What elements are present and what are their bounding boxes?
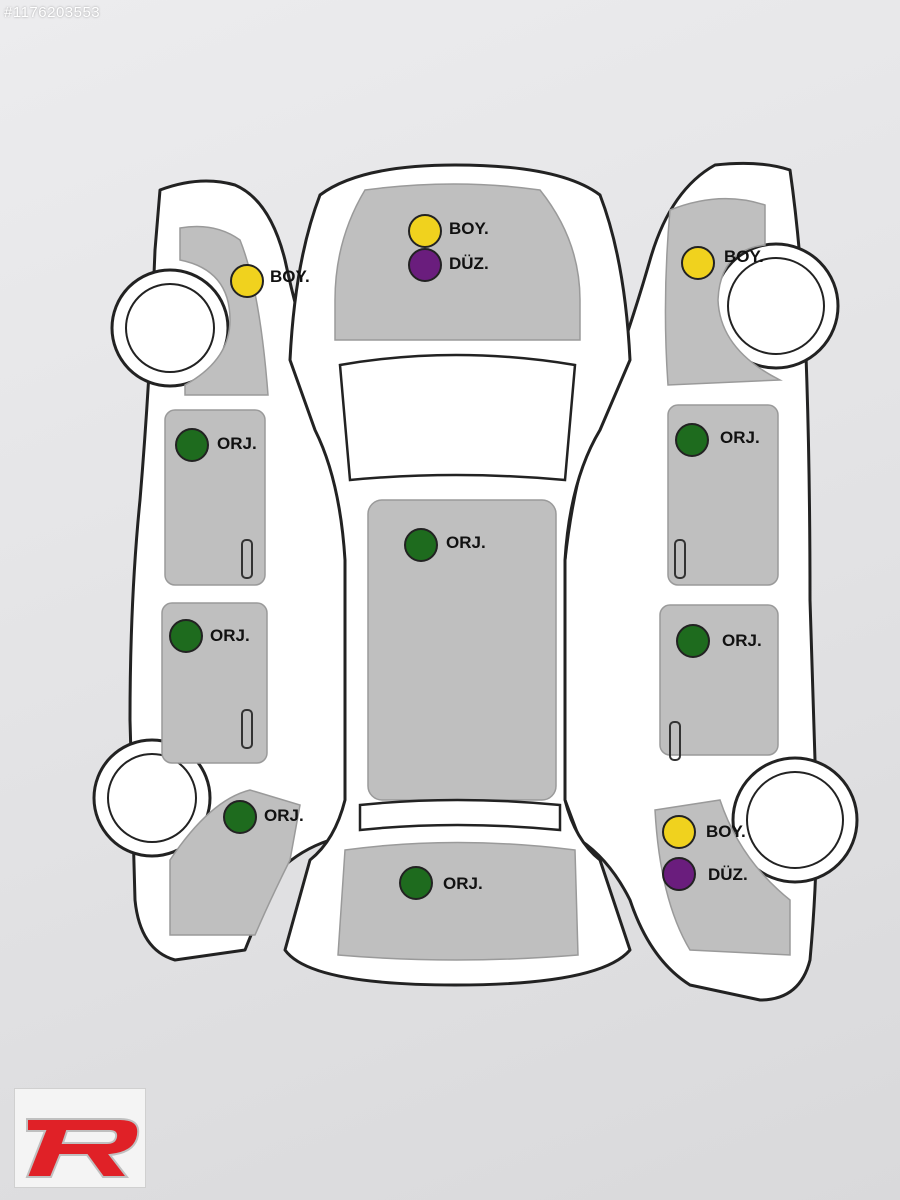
- windshield: [338, 353, 577, 482]
- left-rear-quarter-label: ORJ.: [264, 806, 304, 825]
- left-front-door-dot: [175, 428, 209, 462]
- hood-label-boy: BOY.: [449, 219, 489, 238]
- right-front-fender-dot: [681, 246, 715, 280]
- right-rear-door-area: [659, 604, 779, 756]
- trunk-dot: [399, 866, 433, 900]
- left-front-door-label: ORJ.: [217, 434, 257, 453]
- right-rear-quarter-label-duz: DÜZ.: [708, 865, 748, 884]
- right-front-door-label: ORJ.: [720, 428, 760, 447]
- left-rear-door-dot: [169, 619, 203, 653]
- trunk-area: [337, 841, 579, 961]
- hood-dot-boy: [408, 214, 442, 248]
- hood-dot-duz: [408, 248, 442, 282]
- hood-area: [334, 183, 581, 341]
- right-front-fender-label: BOY.: [724, 247, 764, 266]
- right-rear-door-label: ORJ.: [722, 631, 762, 650]
- left-rear-door-label: ORJ.: [210, 626, 250, 645]
- rear-window: [358, 798, 562, 832]
- left-front-fender-label: BOY.: [270, 267, 310, 286]
- right-rear-quarter-dot-boy: [662, 815, 696, 849]
- right-front-fender-area: [664, 197, 783, 386]
- trunk-label: ORJ.: [443, 874, 483, 893]
- right-rear-door-dot: [676, 624, 710, 658]
- left-rear-quarter-area: [169, 789, 301, 936]
- hood-label-duz: DÜZ.: [449, 254, 489, 273]
- roof-dot: [404, 528, 438, 562]
- right-rear-quarter-dot-duz: [662, 857, 696, 891]
- left-front-fender-dot: [230, 264, 264, 298]
- right-rear-quarter-label-boy: BOY.: [706, 822, 746, 841]
- listing-id: #1176203553: [4, 4, 101, 21]
- roof-label: ORJ.: [446, 533, 486, 552]
- left-rear-quarter-dot: [223, 800, 257, 834]
- car-logo-icon: [14, 1088, 146, 1188]
- right-front-door-dot: [675, 423, 709, 457]
